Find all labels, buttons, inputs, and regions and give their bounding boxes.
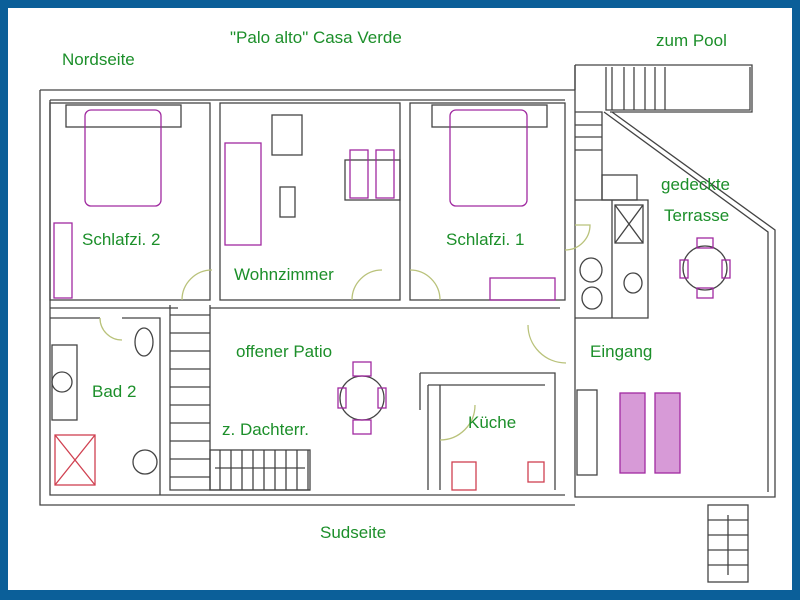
label-living-room: Wohnzimmer <box>234 265 334 284</box>
label-kitchen: Küche <box>468 413 517 432</box>
label-terrace-2: Terrasse <box>664 206 730 225</box>
label-bedroom-2: Schlafzi. 2 <box>82 230 161 249</box>
floor-plan-canvas: "Palo alto" Casa Verde Nordseite zum Poo… <box>8 8 792 590</box>
furniture <box>51 104 731 491</box>
label-south: Sudseite <box>320 523 387 542</box>
front-stairs <box>707 504 749 583</box>
outer-walls <box>39 64 776 506</box>
inner-stairs <box>170 314 311 491</box>
label-terrace-1: gedeckte <box>661 175 730 194</box>
doors <box>99 224 591 441</box>
label-entrance: Eingang <box>590 342 653 361</box>
interior-walls <box>49 102 649 495</box>
floor-plan-drawing <box>39 64 776 583</box>
label-bedroom-1: Schlafzi. 1 <box>446 230 525 249</box>
label-pool: zum Pool <box>656 31 727 50</box>
label-patio: offener Patio <box>236 342 333 361</box>
pool-stairs <box>575 67 666 201</box>
label-roof-stairs: z. Dachterr. <box>222 420 309 439</box>
label-north: Nordseite <box>62 50 135 69</box>
plan-title: "Palo alto" Casa Verde <box>230 28 402 47</box>
label-bath-2: Bad 2 <box>92 382 137 401</box>
